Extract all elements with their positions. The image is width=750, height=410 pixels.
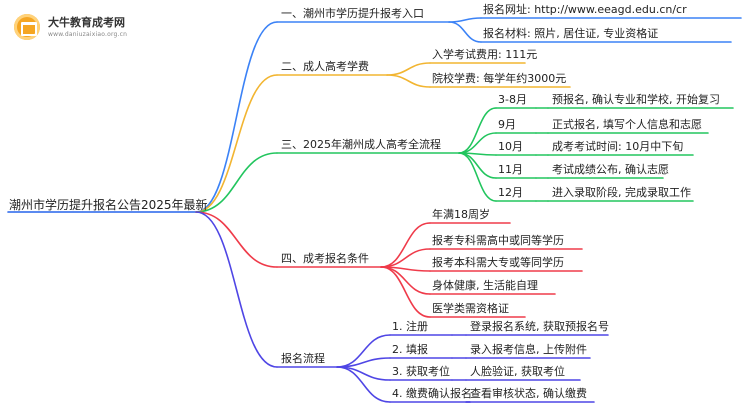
branch-connector bbox=[195, 21, 278, 213]
child-connector bbox=[448, 21, 482, 43]
child-label: 报名材料: 照片, 居住证, 专业资格证 bbox=[483, 27, 659, 40]
child-label: 报名网址: http://www.eeagd.edu.cn/cr bbox=[483, 3, 687, 16]
child-label: 3. 获取考位 bbox=[392, 365, 450, 378]
child-label: 身体健康, 生活能自理 bbox=[432, 279, 538, 292]
branch-connector bbox=[195, 152, 278, 213]
child-label: 院校学费: 每学年约3000元 bbox=[432, 72, 567, 85]
branch-connector bbox=[195, 211, 278, 368]
child-connector bbox=[458, 107, 497, 154]
child-label: 4. 缴费确认报名 bbox=[392, 387, 472, 400]
branch-label: 三、2025年潮州成人高考全流程 bbox=[281, 138, 441, 151]
child-connector bbox=[380, 248, 431, 268]
logo-url: www.daniuzaixiao.org.cn bbox=[48, 31, 128, 38]
branch-label: 四、成考报名条件 bbox=[281, 252, 369, 265]
child-label: 1. 注册 bbox=[392, 320, 428, 333]
branch-label: 二、成人高考学费 bbox=[281, 60, 369, 73]
child-connector bbox=[458, 132, 497, 154]
child-label: 报考本科需大专或等同学历 bbox=[432, 256, 564, 269]
child-connector bbox=[458, 152, 497, 202]
child-connector bbox=[386, 74, 431, 88]
detail-label: 人脸验证, 获取考位 bbox=[470, 365, 565, 378]
child-label: 年满18周岁 bbox=[432, 208, 490, 221]
child-label: 9月 bbox=[498, 118, 516, 131]
branch-label: 一、潮州市学历提升报考入口 bbox=[281, 7, 424, 20]
branch-connector bbox=[195, 74, 278, 213]
child-label: 2. 填报 bbox=[392, 343, 428, 356]
detail-label: 进入录取阶段, 完成录取工作 bbox=[552, 186, 691, 199]
site-logo: 大牛教育成考网 www.daniuzaixiao.org.cn bbox=[14, 8, 154, 46]
detail-label: 考试成绩公布, 确认志愿 bbox=[552, 163, 669, 176]
child-label: 报考专科需高中或同等学历 bbox=[432, 234, 564, 247]
branch-connector bbox=[195, 211, 278, 268]
detail-label: 录入报考信息, 上传附件 bbox=[470, 343, 587, 356]
logo-badge-icon bbox=[14, 14, 40, 40]
child-connector bbox=[448, 17, 482, 23]
child-connector bbox=[380, 222, 431, 268]
child-label: 医学类需资格证 bbox=[432, 302, 509, 315]
child-label: 11月 bbox=[498, 163, 523, 176]
detail-label: 预报名, 确认专业和学校, 开始复习 bbox=[552, 93, 720, 106]
root-topic: 潮州市学历提升报名公告2025年最新 bbox=[9, 198, 208, 212]
branch-label: 报名流程 bbox=[281, 352, 325, 365]
child-connector bbox=[336, 366, 391, 403]
detail-label: 成考考试时间: 10月中下旬 bbox=[552, 140, 684, 153]
detail-label: 查看审核状态, 确认缴费 bbox=[470, 387, 587, 400]
detail-label: 正式报名, 填写个人信息和志愿 bbox=[552, 118, 702, 131]
child-connector bbox=[386, 62, 431, 76]
child-connector bbox=[380, 266, 431, 318]
child-label: 12月 bbox=[498, 186, 523, 199]
child-label: 10月 bbox=[498, 140, 523, 153]
child-label: 入学考试费用: 111元 bbox=[432, 48, 538, 61]
logo-title: 大牛教育成考网 bbox=[48, 16, 125, 29]
child-label: 3-8月 bbox=[498, 93, 527, 106]
child-connector bbox=[458, 152, 497, 179]
detail-label: 登录报名系统, 获取预报名号 bbox=[470, 320, 609, 333]
